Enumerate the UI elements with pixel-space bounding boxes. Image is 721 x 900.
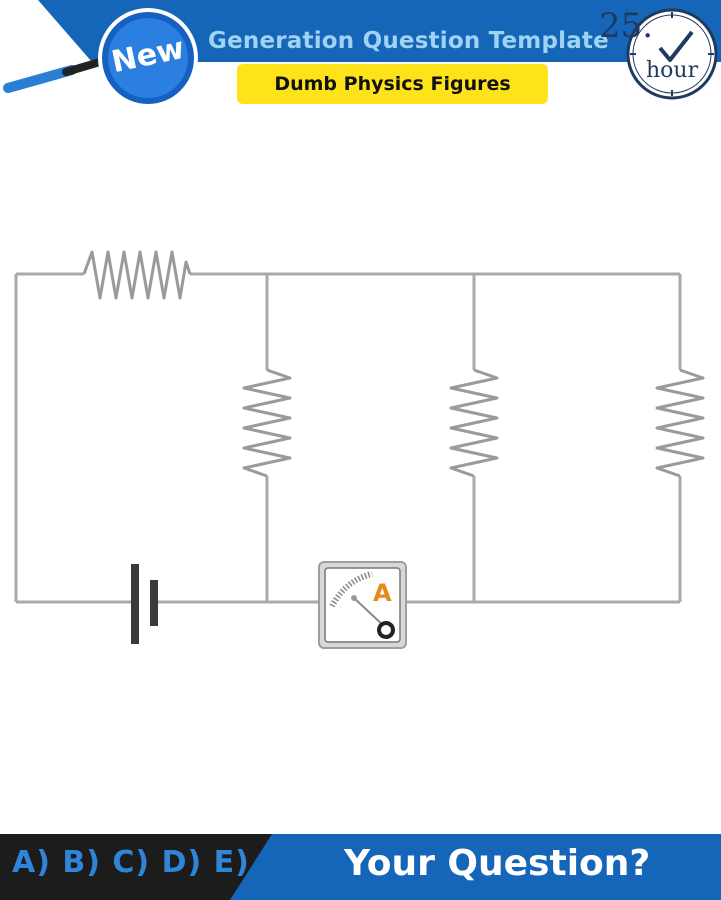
- ammeter-label: A: [373, 579, 392, 607]
- clock-icon: [626, 8, 718, 100]
- clock-number: 25.: [599, 6, 654, 46]
- battery-icon: [131, 564, 158, 644]
- header-bar: [38, 0, 721, 62]
- footer-question: Your Question?: [344, 843, 651, 884]
- header-title: Generation Question Template: [208, 28, 609, 54]
- clock-unit: hour: [646, 58, 699, 83]
- magnifier-handle-icon: [3, 58, 104, 93]
- series-resistor-icon: [82, 250, 192, 300]
- circuit-wires: [14, 272, 682, 604]
- subtitle-text: Dumb Physics Figures: [274, 73, 511, 95]
- circuit-diagram: [14, 250, 705, 649]
- ammeter-icon: [318, 561, 407, 649]
- parallel-resistor-1-icon: [242, 368, 292, 478]
- new-badge-icon: [98, 8, 198, 108]
- answer-choices: A) B) C) D) E): [12, 845, 250, 880]
- footer-bar: [0, 834, 721, 900]
- parallel-resistor-3-icon: [655, 368, 705, 478]
- parallel-resistor-2-icon: [449, 368, 499, 478]
- subtitle-pill: Dumb Physics Figures: [237, 64, 548, 104]
